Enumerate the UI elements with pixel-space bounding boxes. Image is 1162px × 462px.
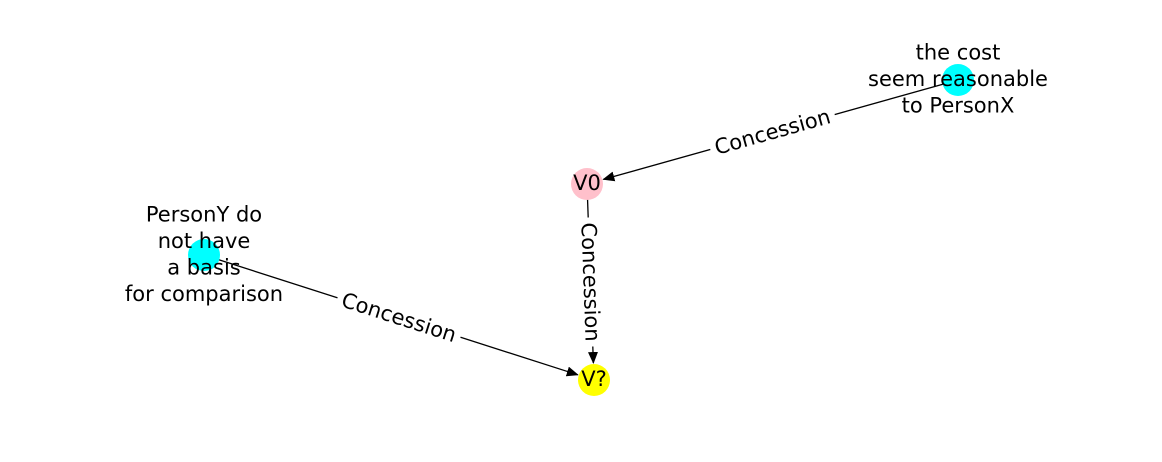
node-label-v0: V0: [573, 171, 601, 195]
edge-label-group-persony-vq: Concession: [333, 284, 465, 351]
edge-label-background: [706, 101, 839, 163]
node-label-line: V?: [581, 367, 607, 391]
edge-label-v0-vq: Concession: [576, 222, 604, 342]
edge-label-group-v0-vq: Concession: [574, 216, 607, 348]
node-label-line: the cost: [916, 41, 1001, 65]
node-label-line: V0: [573, 171, 601, 195]
node-label-line: for comparison: [125, 282, 283, 306]
node-persony: [188, 239, 220, 271]
node-v0: [571, 168, 603, 200]
node-label-line: not have: [158, 229, 251, 253]
node-label-vq: V?: [581, 367, 607, 391]
edge-label-cost-v0: Concession: [712, 104, 833, 159]
edge-label-group-cost-v0: Concession: [706, 101, 839, 163]
node-label-line: a basis: [167, 255, 240, 279]
nodes-layer: [188, 64, 974, 396]
edge-label-background: [333, 284, 465, 351]
node-label-line: to PersonX: [902, 94, 1015, 118]
node-label-line: seem reasonable: [868, 67, 1048, 91]
node-vq: [578, 364, 610, 396]
node-cost: [942, 64, 974, 96]
node-label-line: PersonY do: [146, 202, 262, 226]
edge-label-background: [574, 216, 607, 348]
